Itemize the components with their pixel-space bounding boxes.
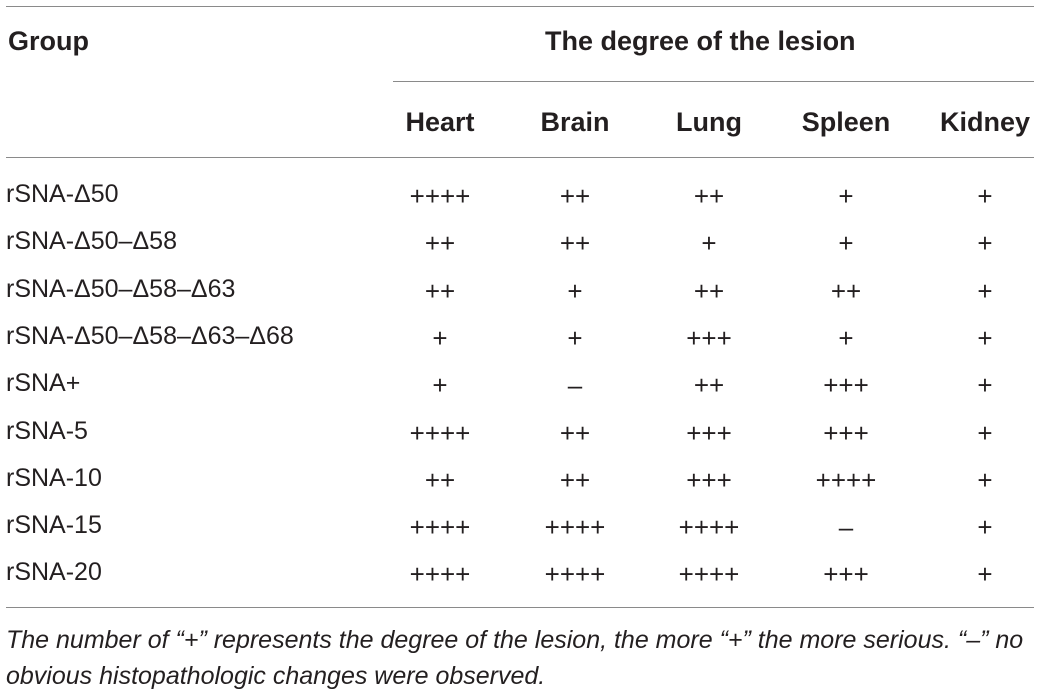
cell-brain: ++++ — [544, 559, 606, 589]
cell-lung: ++ — [693, 181, 725, 211]
row-group-label: rSNA-5 — [6, 417, 88, 445]
cell-heart: ++++ — [409, 559, 471, 589]
table-top-rule — [6, 6, 1034, 7]
cell-kidney: + — [977, 465, 993, 495]
cell-spleen: +++ — [823, 418, 869, 448]
cell-spleen: ++ — [830, 276, 862, 306]
cell-heart: + — [432, 323, 448, 353]
cell-spleen: + — [838, 181, 854, 211]
row-group-label: rSNA+ — [6, 369, 81, 397]
table-bottom-rule — [6, 607, 1034, 608]
row-group-label: rSNA-Δ50–Δ58–Δ63–Δ68 — [6, 322, 294, 350]
cell-heart: ++++ — [409, 512, 471, 542]
cell-heart: ++++ — [409, 418, 471, 448]
cell-brain: ++ — [559, 228, 591, 258]
cell-kidney: + — [977, 418, 993, 448]
cell-spleen: +++ — [823, 370, 869, 400]
lesion-degree-header: The degree of the lesion — [545, 26, 856, 56]
cell-brain: ++ — [559, 465, 591, 495]
row-group-label: rSNA-Δ50 — [6, 180, 119, 208]
cell-brain: + — [567, 276, 583, 306]
row-group-label: rSNA-Δ50–Δ58–Δ63 — [6, 275, 236, 303]
column-header-heart: Heart — [405, 107, 475, 137]
header-bottom-rule — [6, 157, 1034, 158]
cell-brain: + — [567, 323, 583, 353]
cell-heart: + — [432, 370, 448, 400]
cell-kidney: + — [977, 181, 993, 211]
cell-brain: ++ — [559, 418, 591, 448]
column-header-spleen: Spleen — [801, 107, 891, 137]
cell-lung: ++++ — [678, 512, 740, 542]
cell-spleen: + — [838, 228, 854, 258]
table-footnote: The number of “+” represents the degree … — [6, 626, 1024, 690]
group-header: Group — [8, 26, 89, 56]
cell-spleen: + — [838, 323, 854, 353]
cell-lung: ++ — [693, 370, 725, 400]
column-header-kidney: Kidney — [939, 107, 1031, 137]
cell-kidney: + — [977, 559, 993, 589]
cell-heart: ++ — [424, 465, 456, 495]
row-group-label: rSNA-10 — [6, 464, 102, 492]
cell-heart: ++++ — [409, 181, 471, 211]
column-header-lung: Lung — [676, 107, 742, 137]
cell-spleen: – — [838, 512, 854, 542]
cell-spleen: ++++ — [815, 465, 877, 495]
cell-kidney: + — [977, 276, 993, 306]
cell-heart: ++ — [424, 276, 456, 306]
column-header-brain: Brain — [540, 107, 610, 137]
row-group-label: rSNA-15 — [6, 511, 102, 539]
cell-spleen: +++ — [823, 559, 869, 589]
cell-lung: ++ — [693, 276, 725, 306]
cell-lung: + — [701, 228, 717, 258]
row-group-label: rSNA-20 — [6, 558, 102, 586]
cell-kidney: + — [977, 228, 993, 258]
cell-kidney: + — [977, 370, 993, 400]
cell-brain: ++ — [559, 181, 591, 211]
cell-brain: ++++ — [544, 512, 606, 542]
cell-lung: ++++ — [678, 559, 740, 589]
cell-kidney: + — [977, 512, 993, 542]
cell-brain: – — [567, 370, 583, 400]
spanner-rule — [393, 81, 1034, 82]
row-group-label: rSNA-Δ50–Δ58 — [6, 227, 177, 255]
cell-heart: ++ — [424, 228, 456, 258]
cell-lung: +++ — [686, 465, 732, 495]
cell-lung: +++ — [686, 418, 732, 448]
cell-lung: +++ — [686, 323, 732, 353]
cell-kidney: + — [977, 323, 993, 353]
